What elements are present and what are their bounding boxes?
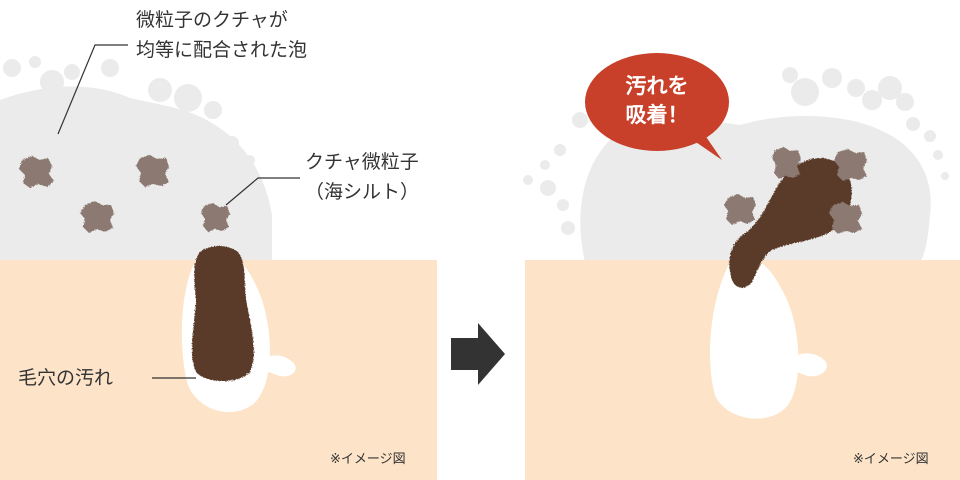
particle-label-line2: （海シルト） bbox=[305, 181, 420, 203]
foam-label: 微粒子のクチャが 均等に配合された泡 bbox=[136, 5, 307, 65]
right-image-note: ※イメージ図 bbox=[853, 452, 929, 467]
left-image-note: ※イメージ図 bbox=[330, 452, 406, 467]
bubble-line2: 吸着！ bbox=[625, 103, 689, 127]
particle-label-line1: クチャ微粒子 bbox=[305, 151, 419, 173]
next-arrow bbox=[451, 323, 505, 385]
left-particles bbox=[19, 155, 230, 233]
foam-label-line1: 微粒子のクチャが bbox=[136, 9, 288, 31]
right-lifted-dirt bbox=[729, 158, 852, 288]
pore-dirt-label: 毛穴の汚れ bbox=[18, 367, 114, 389]
speech-bubble bbox=[585, 53, 729, 160]
bubble-line1: 汚れを bbox=[625, 74, 689, 98]
right-particles bbox=[724, 147, 867, 234]
particle-label: クチャ微粒子 （海シルト） bbox=[305, 147, 419, 207]
right-pore bbox=[710, 262, 827, 419]
foam-label-line2: 均等に配合された泡 bbox=[136, 39, 308, 61]
bubble-text: 汚れを 吸着！ bbox=[597, 72, 717, 130]
left-foam bbox=[0, 56, 272, 263]
left-pore-dirt bbox=[191, 246, 254, 381]
left-leader-lines bbox=[57, 44, 300, 379]
